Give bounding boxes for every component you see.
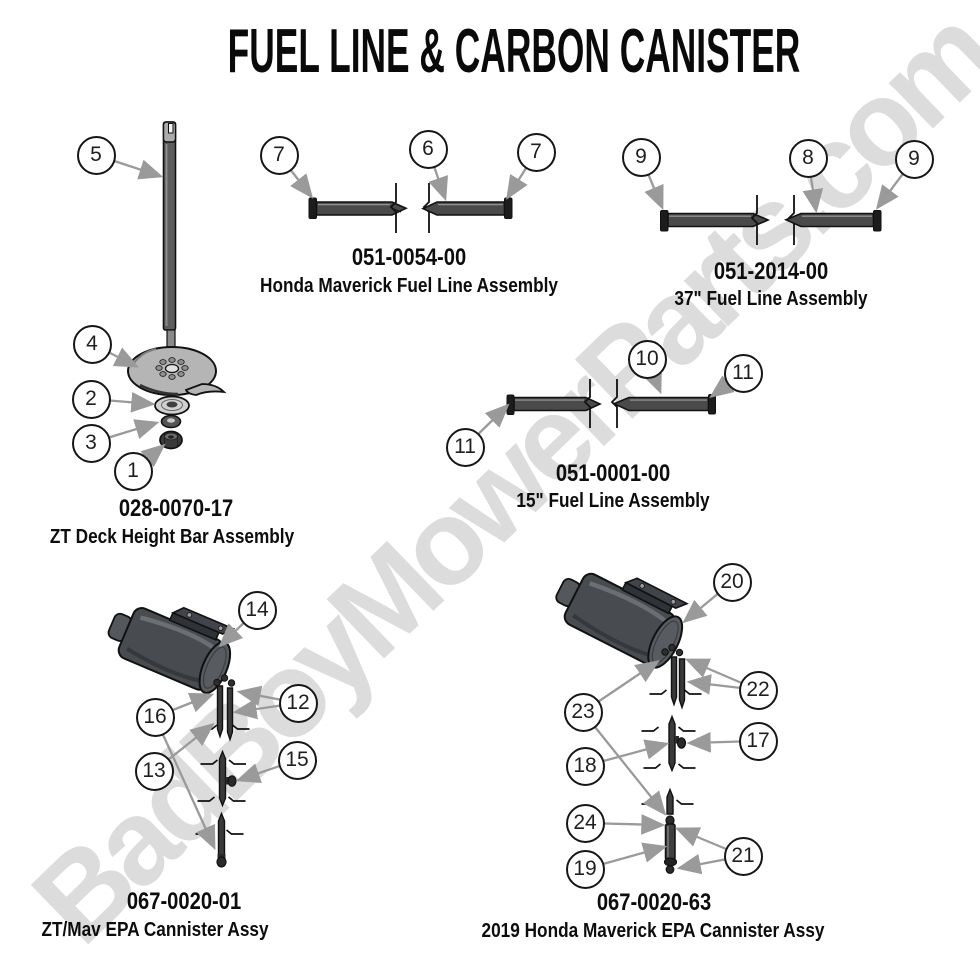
callout-4: 4 — [72, 324, 112, 364]
deck-bar-leaders — [90, 153, 166, 472]
callout-5: 5 — [76, 135, 116, 175]
deck-height-bar-drawing — [90, 121, 227, 472]
callout-23: 23 — [563, 692, 603, 732]
callout-12: 12 — [278, 683, 318, 723]
callout-2: 2 — [71, 379, 111, 419]
part-number: 028-0070-17 — [118, 495, 234, 522]
zt-canister-hoses — [195, 685, 250, 868]
part-number: 051-0001-00 — [555, 460, 671, 487]
callout-18: 18 — [565, 746, 605, 786]
part-name: ZT Deck Height Bar Assembly — [49, 525, 295, 548]
part-name: Honda Maverick Fuel Line Assembly — [260, 274, 558, 297]
part-name: 2019 Honda Maverick EPA Cannister Assy — [481, 919, 825, 942]
callout-24: 24 — [565, 803, 605, 843]
part-number: 051-0054-00 — [351, 244, 467, 271]
lock-washer — [160, 414, 182, 429]
callout-22: 22 — [738, 670, 778, 710]
callout-19: 19 — [565, 849, 605, 889]
callout-7-right: 7 — [516, 132, 556, 172]
callout-21: 21 — [723, 836, 763, 876]
honda-fuel-line-drawing — [278, 148, 537, 233]
honda-canister-hoses — [641, 656, 702, 874]
part-name: 15" Fuel Line Assembly — [516, 489, 710, 512]
hex-nut — [159, 430, 183, 450]
callout-3: 3 — [71, 423, 111, 463]
callout-17: 17 — [738, 721, 778, 761]
callout-6: 6 — [408, 129, 448, 169]
callout-9-left: 9 — [621, 137, 661, 177]
honda-canister-ports — [661, 643, 684, 657]
part-number: 051-2014-00 — [713, 258, 829, 285]
callout-15: 15 — [277, 740, 317, 780]
part-name: ZT/Mav EPA Cannister Assy — [41, 918, 269, 941]
callout-20: 20 — [712, 562, 752, 602]
part-name: 37" Fuel Line Assembly — [674, 287, 868, 310]
page-title: FUEL LINE & CARBON CANISTER — [227, 17, 801, 86]
callout-7-left: 7 — [259, 135, 299, 175]
callout-14: 14 — [237, 590, 277, 630]
fuel-line-15-drawing — [464, 358, 744, 448]
callout-9-right: 9 — [894, 139, 934, 179]
zt-canister-drawing — [107, 606, 299, 868]
fuel-line-37-leaders — [639, 156, 915, 214]
callout-8: 8 — [788, 138, 828, 178]
honda-fuel-line-leaders — [278, 148, 537, 202]
part-number: 067-0020-63 — [596, 889, 712, 916]
fuel-line-37-drawing — [639, 156, 915, 245]
callout-11-left: 11 — [445, 427, 485, 467]
part-number: 067-0020-01 — [126, 888, 242, 915]
callout-13: 13 — [134, 751, 174, 791]
washer — [154, 395, 190, 416]
callout-16: 16 — [135, 697, 175, 737]
callout-11-right: 11 — [723, 353, 763, 393]
callout-1: 1 — [113, 451, 153, 491]
callout-10: 10 — [627, 339, 667, 379]
height-cam-plate — [127, 346, 227, 396]
